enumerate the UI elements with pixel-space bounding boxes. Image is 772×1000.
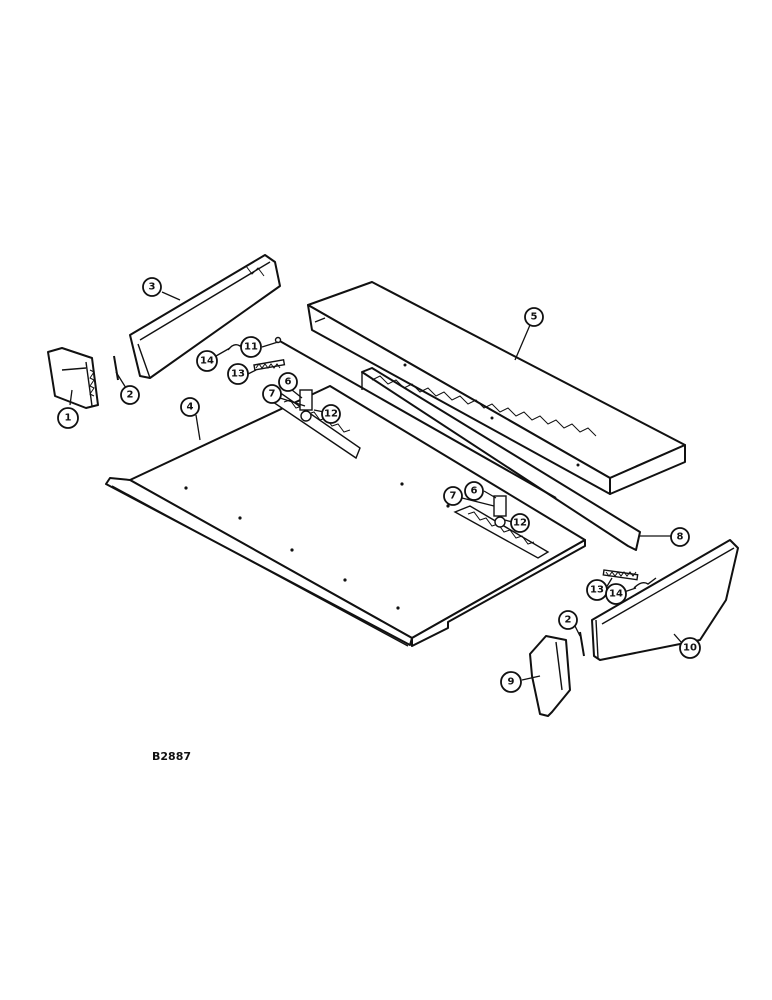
svg-text:9: 9 — [508, 677, 515, 688]
floor-plate-part — [105, 385, 586, 647]
callout-12-right: 12 — [510, 513, 530, 533]
spring-part-right — [602, 569, 639, 581]
svg-text:3: 3 — [149, 282, 156, 293]
pin-part — [113, 355, 119, 381]
callout-6-right: 6 — [464, 481, 484, 501]
left-side-shield-part — [129, 254, 281, 379]
figure-reference-label: B2887 — [152, 750, 191, 763]
svg-text:7: 7 — [450, 491, 457, 502]
svg-text:12: 12 — [513, 518, 527, 529]
right-side-shield-part — [591, 539, 739, 661]
perforated-rail-part — [361, 367, 641, 551]
svg-text:1: 1 — [65, 413, 72, 424]
svg-text:2: 2 — [565, 615, 572, 626]
top-cover-part — [307, 281, 686, 495]
svg-text:6: 6 — [285, 377, 292, 388]
callout-7-right: 7 — [443, 486, 463, 506]
svg-text:8: 8 — [677, 532, 684, 543]
callout-11: 11 — [240, 336, 262, 358]
callout-12: 12 — [321, 404, 341, 424]
callout-8: 8 — [670, 527, 690, 547]
svg-text:14: 14 — [609, 589, 623, 600]
callout-13-right: 13 — [586, 579, 608, 601]
callout-14: 14 — [196, 350, 218, 372]
callout-2: 2 — [120, 385, 140, 405]
svg-text:13: 13 — [590, 585, 604, 596]
callout-9: 9 — [500, 671, 522, 693]
callout-2-right: 2 — [558, 610, 578, 630]
callout-1: 1 — [57, 407, 79, 429]
callout-10: 10 — [679, 637, 701, 659]
svg-text:5: 5 — [531, 312, 538, 323]
left-end-bracket-part — [47, 347, 99, 409]
svg-text:4: 4 — [187, 402, 194, 413]
callout-13: 13 — [227, 363, 249, 385]
svg-text:10: 10 — [683, 643, 697, 654]
svg-text:11: 11 — [244, 342, 258, 353]
latch-part-right — [633, 577, 657, 589]
svg-text:12: 12 — [324, 409, 338, 420]
callout-5: 5 — [524, 307, 544, 327]
callout-14-right: 14 — [605, 583, 627, 605]
spring-part-left — [253, 358, 286, 371]
svg-text:2: 2 — [127, 390, 134, 401]
svg-text:14: 14 — [200, 356, 214, 367]
callout-7: 7 — [262, 384, 282, 404]
callout-3: 3 — [142, 277, 162, 297]
right-end-bracket-part — [529, 635, 571, 717]
svg-text:13: 13 — [231, 369, 245, 380]
pin-part-right — [579, 631, 585, 657]
callout-6: 6 — [278, 372, 298, 392]
clamp-hardware-right — [493, 495, 507, 528]
svg-text:7: 7 — [269, 389, 276, 400]
svg-text:6: 6 — [471, 486, 478, 497]
callout-4: 4 — [180, 397, 200, 417]
